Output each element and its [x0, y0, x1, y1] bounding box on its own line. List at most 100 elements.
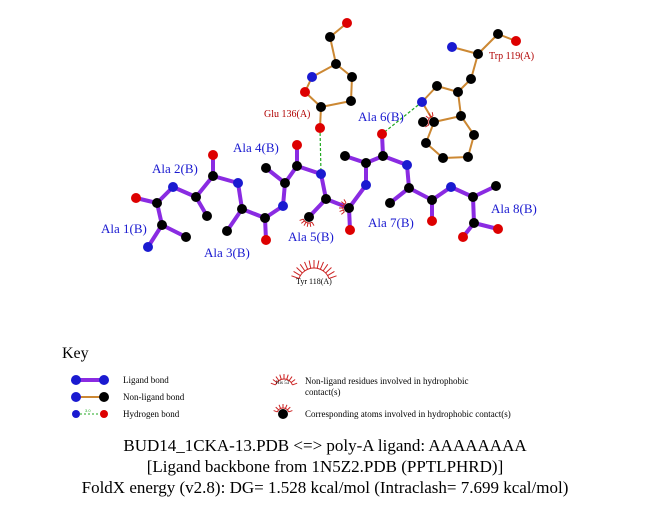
hydrophobic-contacts-layer: [291, 112, 434, 279]
oxygen-atom: [131, 193, 141, 203]
carbon-atom: [292, 161, 302, 171]
ligand-label-ala1: Ala 1(B): [101, 221, 147, 236]
oxygen-atom: [458, 232, 468, 242]
key-title: Key: [62, 345, 89, 362]
carbon-atom: [316, 102, 326, 112]
hydrogen-bond-layer: [319, 101, 423, 175]
nitrogen-atom: [361, 180, 371, 190]
carbon-atom: [427, 195, 437, 205]
carbon-atom: [280, 178, 290, 188]
nitrogen-atom: [447, 42, 457, 52]
carbon-atom: [421, 138, 431, 148]
carbon-atom: [331, 59, 341, 69]
ligand-label-ala7: Ala 7(B): [368, 215, 414, 230]
oxygen-atom: [493, 224, 503, 234]
nitrogen-atom: [278, 201, 288, 211]
key-hbond-acceptor: [100, 410, 108, 418]
residue-label-tyr118: Tyr 118(A): [296, 277, 332, 286]
ligand-label-ala3: Ala 3(B): [204, 245, 250, 260]
key-hydrophobic-atoms-label: Corresponding atoms involved in hydropho…: [305, 409, 511, 419]
residue-label-trp119: Trp 119(A): [489, 51, 534, 62]
legend-key: Key Ligand bond Non-ligand bond 3.0 Hydr…: [62, 345, 511, 419]
key-nonligand-atom-right: [99, 392, 109, 402]
oxygen-atom: [342, 18, 352, 28]
nitrogen-atom: [417, 97, 427, 107]
oxygen-atom: [261, 235, 271, 245]
hydrogen-bond: [319, 127, 322, 175]
key-nonligand-atom-left: [71, 392, 81, 402]
nitrogen-atom: [402, 160, 412, 170]
carbon-atom: [260, 213, 270, 223]
key-hydrophobic-residue-icon: [270, 374, 298, 386]
carbon-atom: [463, 152, 473, 162]
nonligand-bond: [320, 100, 352, 108]
carbon-atom: [378, 151, 388, 161]
caption-line-3: FoldX energy (v2.8): DG= 1.528 kcal/mol …: [82, 478, 569, 497]
key-ligand-bond-label: Ligand bond: [123, 375, 169, 385]
ligand-label-ala8: Ala 8(B): [491, 201, 537, 216]
carbon-atom: [404, 183, 414, 193]
carbon-atom: [385, 198, 395, 208]
carbon-atom: [237, 204, 247, 214]
carbon-atom: [473, 49, 483, 59]
atom-layer: [131, 18, 521, 252]
ligand-label-ala6: Ala 6(B): [358, 109, 404, 124]
key-ligand-atom-right: [99, 375, 109, 385]
carbon-atom: [466, 74, 476, 84]
key-hbond-label: Hydrogen bond: [123, 409, 180, 419]
carbon-atom: [361, 158, 371, 168]
carbon-atom: [208, 171, 218, 181]
hydrophobic-contact-atom: [299, 218, 315, 227]
ligand-label-ala2: Ala 2(B): [152, 161, 198, 176]
oxygen-atom: [292, 140, 302, 150]
carbon-atom: [468, 192, 478, 202]
carbon-atom: [418, 117, 428, 127]
nitrogen-atom: [233, 178, 243, 188]
oxygen-atom: [427, 216, 437, 226]
residue-label-glu136: Glu 136(A): [264, 109, 310, 120]
ligand-label-ala4: Ala 4(B): [233, 140, 279, 155]
key-hydrophobic-arc: [270, 374, 298, 386]
key-hydrophobic-residues-label-1: Non-ligand residues involved in hydropho…: [305, 376, 468, 386]
key-hydrophobic-example-label: His 53: [276, 381, 290, 386]
oxygen-atom: [315, 123, 325, 133]
oxygen-atom: [377, 129, 387, 139]
key-nonligand-bond-label: Non-ligand bond: [123, 392, 185, 402]
carbon-atom: [453, 87, 463, 97]
carbon-atom: [491, 181, 501, 191]
hydrophobic-arc-tyr118: [291, 260, 337, 279]
carbon-atom: [191, 192, 201, 202]
carbon-atom: [469, 218, 479, 228]
key-hbond-length: 3.0: [85, 408, 91, 413]
caption-line-2: [Ligand backbone from 1N5Z2.PDB (PPTLPHR…: [147, 457, 504, 476]
key-hbond-donor: [72, 410, 80, 418]
carbon-atom: [347, 72, 357, 82]
carbon-atom: [222, 226, 232, 236]
key-ligand-atom-left: [71, 375, 81, 385]
ligand-label-ala5: Ala 5(B): [288, 229, 334, 244]
key-hydrophobic-residues-label-2: contact(s): [305, 387, 340, 397]
carbon-atom: [261, 163, 271, 173]
nitrogen-atom: [168, 182, 178, 192]
key-hydrophobic-atom: [278, 409, 288, 419]
carbon-atom: [429, 117, 439, 127]
oxygen-atom: [345, 225, 355, 235]
caption-line-1: BUD14_1CKA-13.PDB <=> poly-A ligand: AAA…: [123, 436, 527, 455]
carbon-atom: [432, 81, 442, 91]
carbon-atom: [438, 153, 448, 163]
carbon-atom: [456, 111, 466, 121]
carbon-atom: [304, 212, 314, 222]
oxygen-atom: [208, 150, 218, 160]
carbon-atom: [152, 198, 162, 208]
key-hydrophobic-atom-spokes: [273, 404, 293, 413]
carbon-atom: [469, 130, 479, 140]
carbon-atom: [202, 211, 212, 221]
nitrogen-atom: [316, 169, 326, 179]
bond-layer: [134, 22, 517, 249]
oxygen-atom: [300, 87, 310, 97]
hydrophobic-contact-atom: [339, 199, 347, 215]
carbon-atom: [321, 194, 331, 204]
nitrogen-atom: [307, 72, 317, 82]
carbon-atom: [181, 232, 191, 242]
